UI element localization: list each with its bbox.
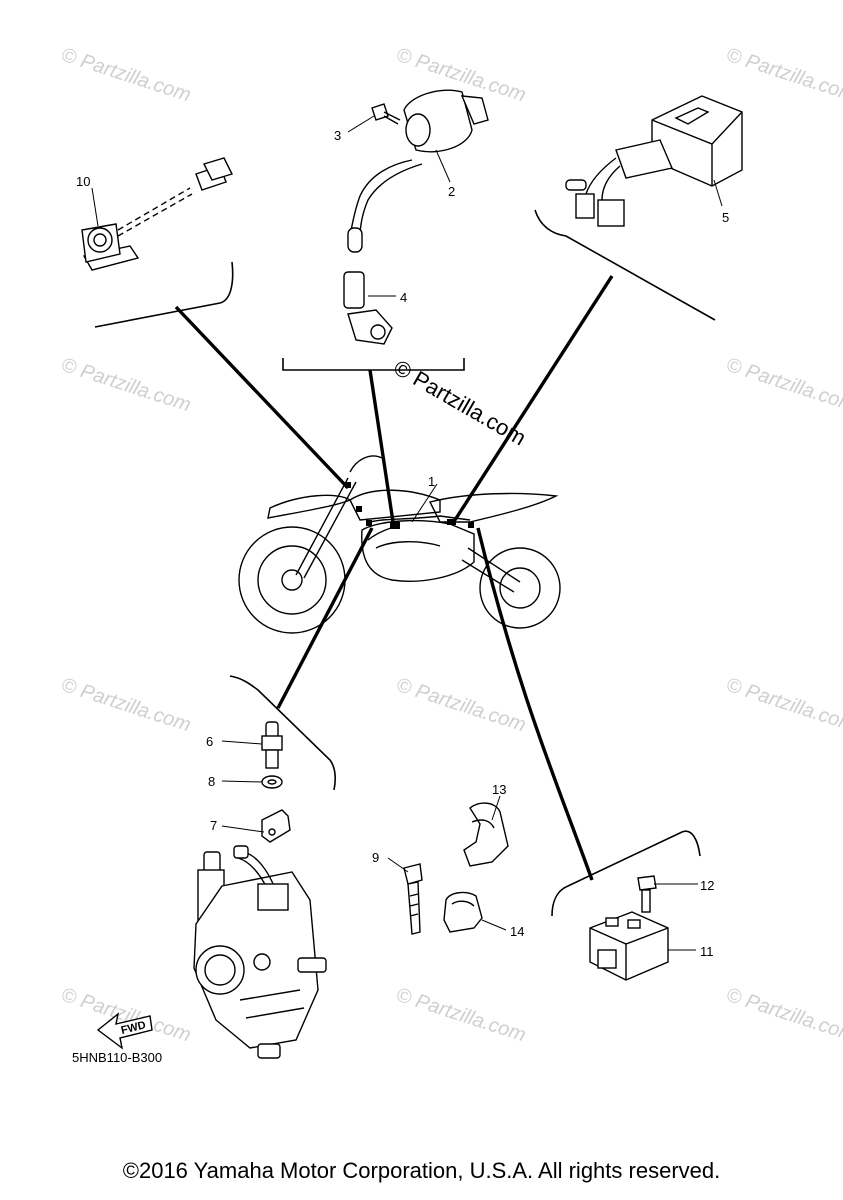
cable-tie-part-9	[403, 863, 423, 935]
pointer-lines	[174, 275, 614, 881]
fuel-injector-part-6	[261, 721, 283, 769]
cdi-unit-part	[565, 95, 743, 227]
bracket-part-7	[261, 809, 291, 843]
callout-labels: 1 2 3 4 5 6 7 8 9 10 11 12 13 14	[76, 128, 729, 959]
diagram-code: 5HNB110-B300	[72, 1050, 162, 1065]
callout-1: 1	[428, 474, 435, 489]
watermark: © Partzilla.com	[58, 674, 193, 737]
callout-13: 13	[492, 782, 506, 797]
callout-11: 11	[700, 944, 714, 959]
callout-8: 8	[208, 774, 215, 789]
bolt-part-3	[371, 103, 401, 125]
throttle-sensor-part	[81, 157, 233, 271]
callout-2: 2	[448, 184, 455, 199]
callout-10: 10	[76, 174, 90, 189]
watermark: © Partzilla.com	[723, 354, 843, 417]
callout-3: 3	[334, 128, 341, 143]
watermark: © Partzilla.com	[723, 674, 843, 737]
regulator-part-11	[589, 911, 669, 981]
clamp-part-13	[463, 802, 509, 867]
holder-part-14	[443, 891, 483, 933]
callout-7: 7	[210, 818, 217, 833]
motorcycle-outline	[238, 455, 561, 634]
callout-6: 6	[206, 734, 213, 749]
watermark: © Partzilla.com	[393, 984, 528, 1047]
bolt-part-12	[637, 875, 657, 913]
plug-cap-part-4	[343, 271, 393, 345]
callout-12: 12	[700, 878, 714, 893]
ignition-coil-part	[347, 89, 489, 253]
watermark: © Partzilla.com	[723, 984, 843, 1047]
callout-4: 4	[400, 290, 407, 305]
fwd-label: FWD	[120, 1019, 147, 1037]
fwd-arrow-icon: FWD	[96, 1012, 153, 1050]
watermark: © Partzilla.com	[58, 44, 193, 107]
watermark: © Partzilla.com	[58, 354, 193, 417]
copyright-footer: ©2016 Yamaha Motor Corporation, U.S.A. A…	[122, 1158, 721, 1183]
callout-9: 9	[372, 850, 379, 865]
callout-14: 14	[510, 924, 524, 939]
carburetor-part	[193, 845, 327, 1059]
o-ring-part-8	[261, 775, 283, 789]
group-brackets	[94, 209, 716, 917]
watermark: © Partzilla.com	[723, 44, 843, 107]
callout-5: 5	[722, 210, 729, 225]
leader-lines	[91, 115, 723, 951]
watermark: © Partzilla.com	[393, 674, 528, 737]
